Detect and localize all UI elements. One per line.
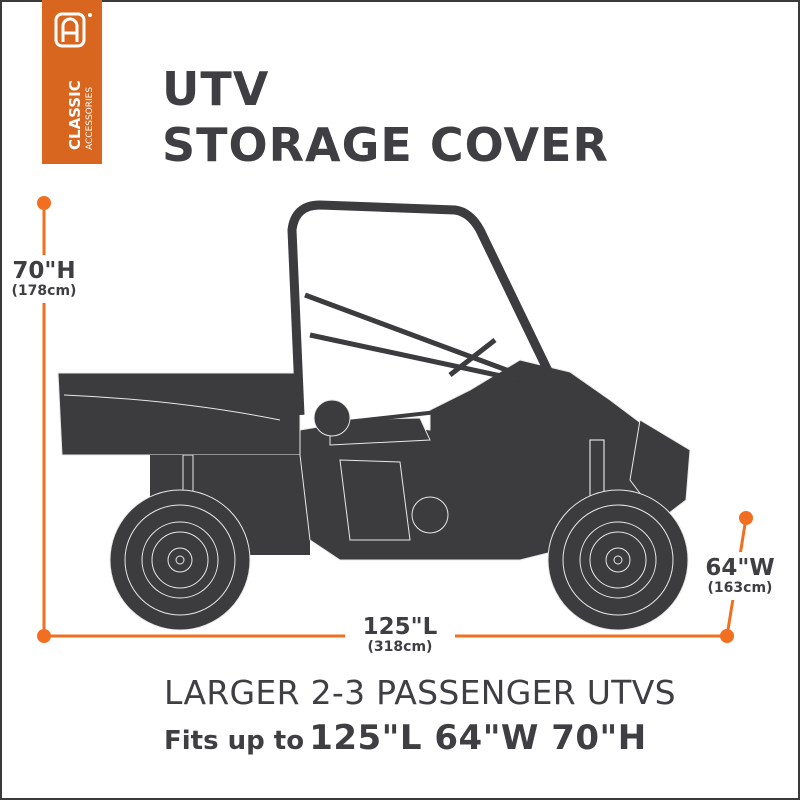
ca-monogram-icon: CLASSIC ACCESSORIES xyxy=(54,12,95,150)
length-label: 125"L (318cm) xyxy=(345,615,455,655)
title-line2: STORAGE COVER xyxy=(162,118,609,172)
width-label: 64"W (163cm) xyxy=(696,552,784,600)
front-wheel xyxy=(547,489,689,631)
height-value: 70"H xyxy=(12,258,76,284)
title-line1: UTV xyxy=(162,62,270,116)
brand-name-line1: CLASSIC xyxy=(66,80,84,150)
brand-name-line2: ACCESSORIES xyxy=(85,87,95,150)
fits-prefix: Fits up to xyxy=(164,726,305,756)
subtitle: LARGER 2-3 PASSENGER UTVS xyxy=(164,673,676,712)
width-value: 64"W xyxy=(705,555,775,581)
width-metric: (163cm) xyxy=(707,580,773,596)
rear-wheel xyxy=(109,489,251,631)
fits-values: 125"L 64"W 70"H xyxy=(309,718,647,758)
height-metric: (178cm) xyxy=(11,283,77,299)
fits-line: Fits up to 125"L 64"W 70"H xyxy=(164,718,647,758)
brand-logo: CLASSIC ACCESSORIES xyxy=(42,0,102,164)
length-value: 125"L xyxy=(362,614,438,640)
length-metric: (318cm) xyxy=(367,639,433,655)
height-label: 70"H (178cm) xyxy=(2,255,86,303)
